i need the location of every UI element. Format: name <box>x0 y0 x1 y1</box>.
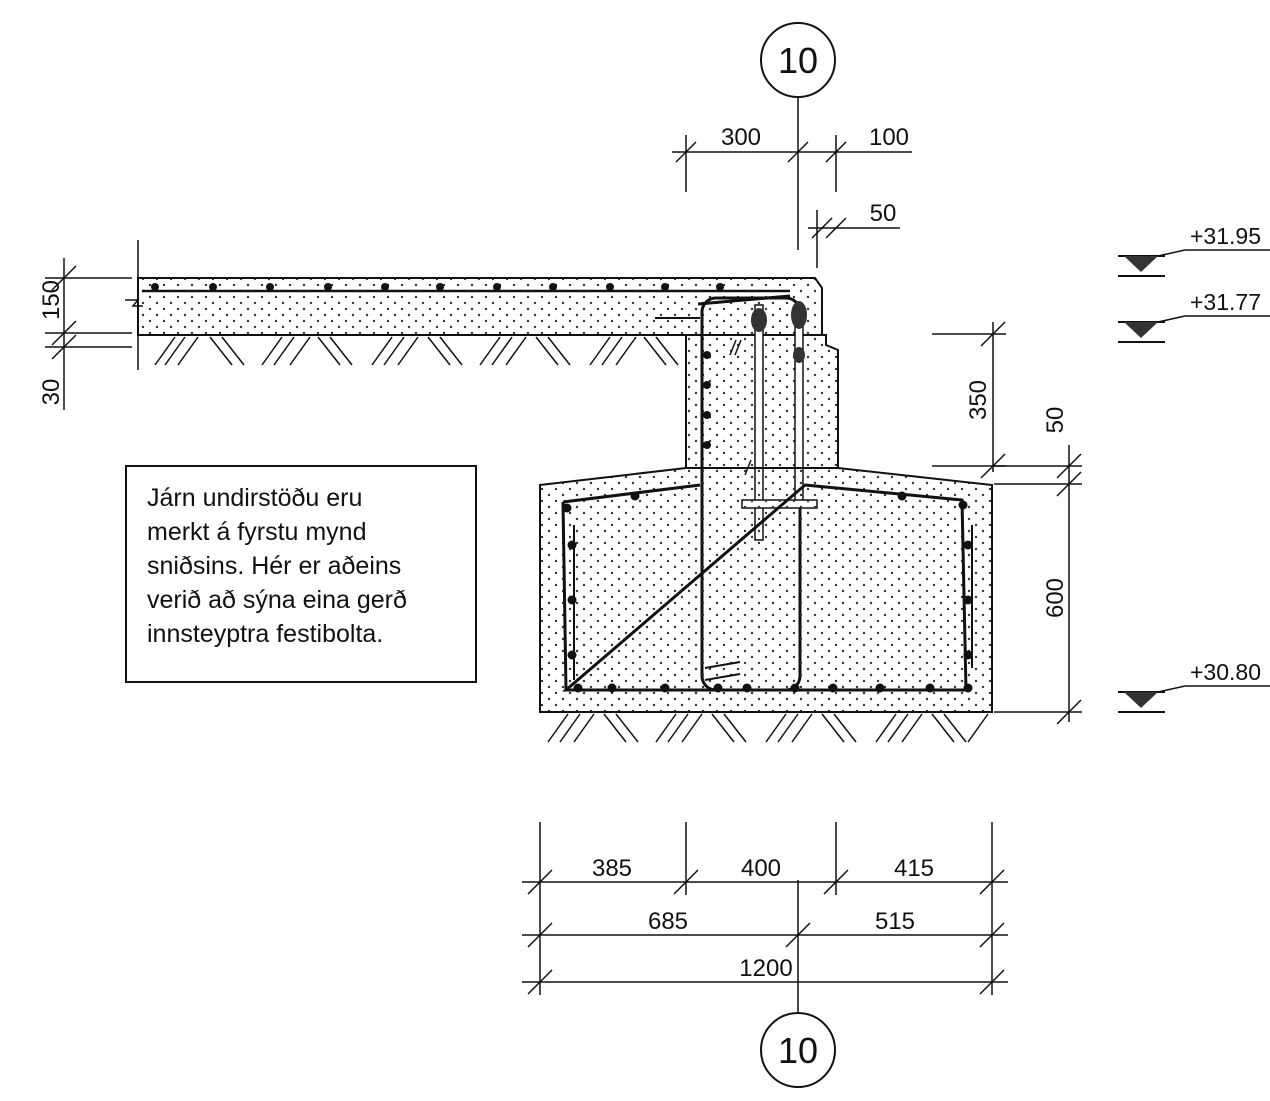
dim-600: 600 <box>1042 578 1069 618</box>
note-line: Járn undirstöðu eru <box>147 484 363 512</box>
note-line: verið að sýna eina gerð <box>147 586 407 614</box>
top-dimensions <box>672 135 912 268</box>
note-line: merkt á fyrstu mynd <box>147 518 367 546</box>
dim-50-right: 50 <box>1042 407 1069 434</box>
dim-385: 385 <box>592 855 632 882</box>
dim-300: 300 <box>721 124 761 151</box>
dim-685: 685 <box>648 908 688 935</box>
dim-1200: 1200 <box>739 955 792 982</box>
level-label-2: +31.77 <box>1190 289 1261 315</box>
note-line: innsteyptra festibolta. <box>147 620 384 648</box>
dim-30: 30 <box>38 379 65 406</box>
dim-400: 400 <box>741 855 781 882</box>
strip-footing <box>539 467 993 713</box>
dim-50-top: 50 <box>870 200 897 227</box>
dim-515: 515 <box>875 908 915 935</box>
dim-350: 350 <box>965 380 992 420</box>
level-marker-2: +31.77 <box>1118 289 1270 343</box>
level-marker-3: +30.80 <box>1118 659 1270 713</box>
level-label-1: +31.95 <box>1190 223 1261 249</box>
level-label-3: +30.80 <box>1190 659 1261 685</box>
level-marker-1: +31.95 <box>1118 223 1270 277</box>
bottom-dimensions <box>522 822 1008 995</box>
floor-slab <box>125 240 823 370</box>
dim-415: 415 <box>894 855 934 882</box>
grid-axis-10: 10 10 <box>760 22 836 1088</box>
left-dimensions <box>45 258 132 410</box>
dim-150: 150 <box>38 280 65 320</box>
axis-label-bottom: 10 <box>778 1030 818 1071</box>
axis-bubble-bottom <box>760 1012 836 1088</box>
note-box: Járn undirstöðu eru merkt á fyrstu mynd … <box>125 465 477 683</box>
axis-bubble-top <box>760 22 836 98</box>
dim-100: 100 <box>869 124 909 151</box>
axis-label-top: 10 <box>778 40 818 81</box>
right-dimensions <box>932 321 1082 725</box>
note-line: sniðsins. Hér er aðeins <box>147 552 402 580</box>
ground-hatch <box>145 334 992 743</box>
